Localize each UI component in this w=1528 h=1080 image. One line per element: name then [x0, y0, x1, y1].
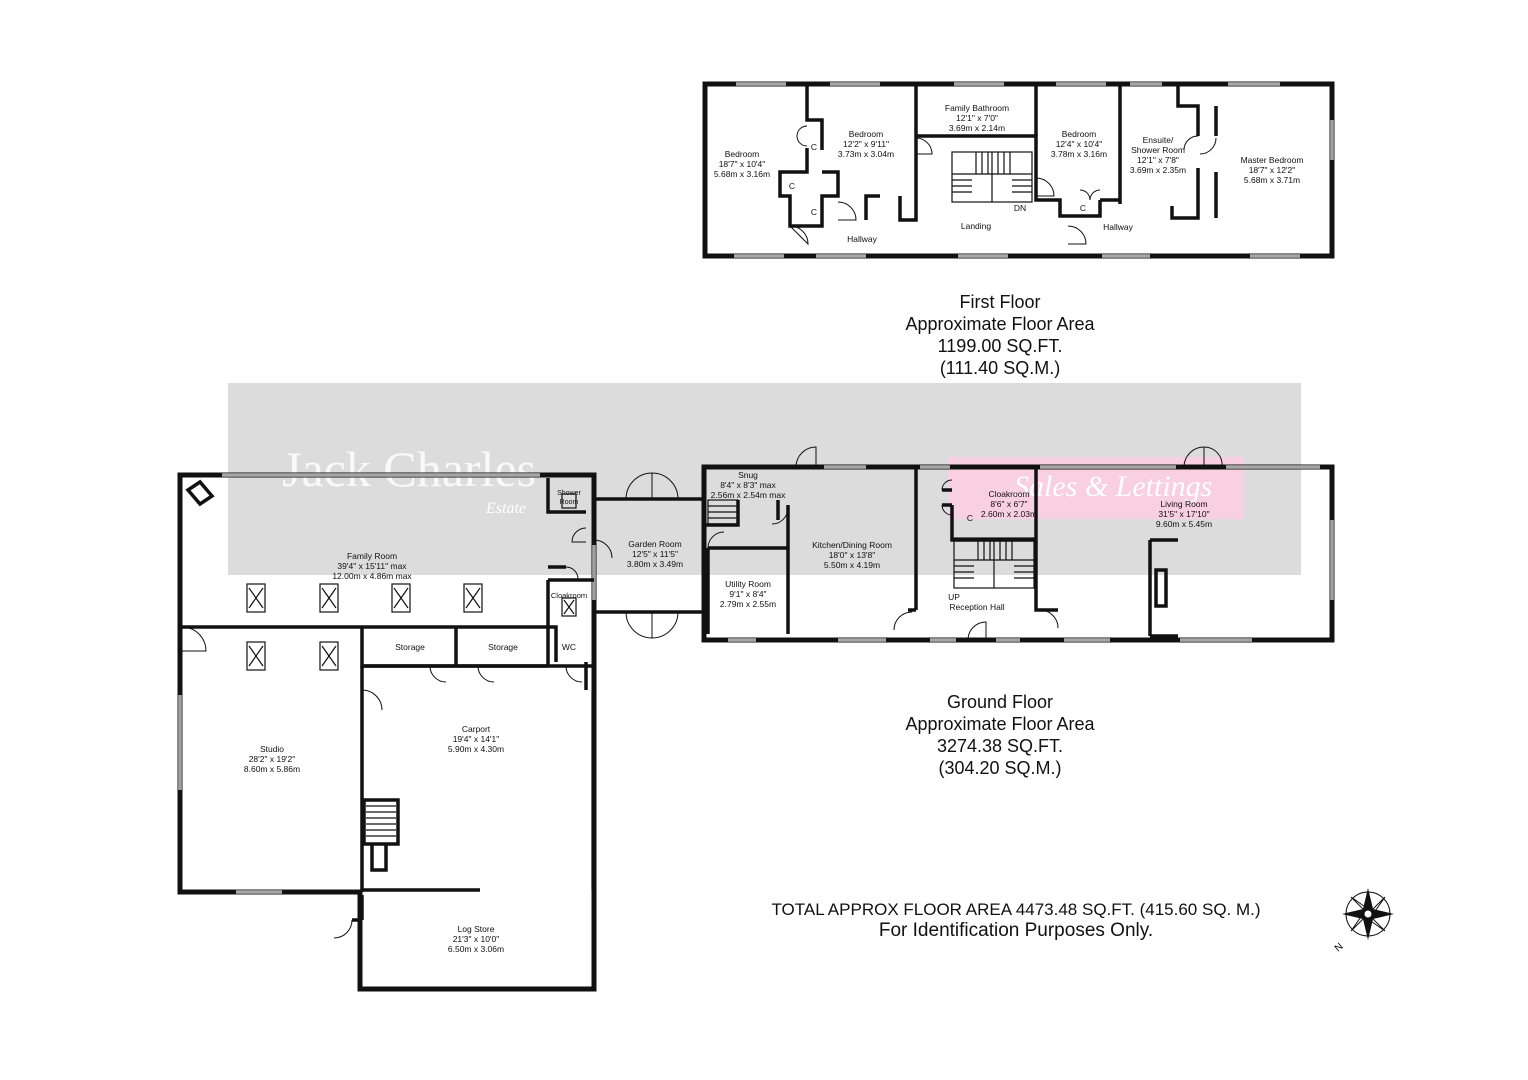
room-dims-metric: 3.80m x 3.49m [627, 559, 683, 569]
ground-floor-windows [178, 465, 1334, 894]
hallway-label: Hallway [847, 234, 878, 244]
room-name-line2: Shower Room [1131, 145, 1185, 155]
room-name: Ensuite/ [1143, 135, 1174, 145]
cupboard-label: C [789, 181, 795, 191]
room-dims-metric: 12.00m x 4.86m max [332, 571, 412, 581]
ground-floor-doors [181, 446, 1223, 939]
stairs-up-label: UP [948, 592, 960, 602]
skylights [246, 493, 577, 671]
room-dims-imperial: 8'4" x 8'3" max [720, 480, 776, 490]
room-name: Cloakroom [551, 591, 587, 600]
room-name: Bedroom [849, 129, 884, 139]
room-dims-imperial: 12'1" x 7'0" [956, 113, 998, 123]
room-name: Kitchen/Dining Room [812, 540, 892, 550]
ground-floor-plan: Family Room 39'4" x 15'11" max 12.00m x … [177, 446, 1335, 992]
room-name: Storage [395, 642, 425, 652]
cupboard-label: C [811, 142, 817, 152]
room-name: Utility Room [725, 579, 771, 589]
room-dims-metric: 9.60m x 5.45m [1156, 519, 1212, 529]
first-floor-sqft: 1199.00 SQ.FT. [937, 335, 1063, 356]
first-floor-plan: Bedroom 18'7" x 10'4" 5.68m x 3.16m Bedr… [702, 81, 1335, 259]
room-name: Cloakroom [988, 489, 1029, 499]
reception-staircase [953, 537, 1035, 589]
room-dims-imperial: 19'4" x 14'1" [453, 734, 500, 744]
room-dims-metric: 5.90m x 4.30m [448, 744, 504, 754]
first-floor-doors [789, 135, 1217, 246]
compass-north-label: N [1333, 941, 1346, 954]
room-dims-imperial: 12'1" x 7'8" [1137, 155, 1179, 165]
room-dims-metric: 6.50m x 3.06m [448, 944, 504, 954]
room-name: Shower [557, 490, 581, 497]
room-dims-imperial: 18'7" x 10'4" [719, 159, 766, 169]
total-area: TOTAL APPROX FLOOR AREA 4473.48 SQ.FT. (… [771, 900, 1261, 919]
ground-floor-sqm: (304.20 SQ.M.) [938, 757, 1062, 778]
ground-floor-area-label: Approximate Floor Area [905, 713, 1095, 734]
room-dims-metric: 3.78m x 3.16m [1051, 149, 1107, 159]
room-dims-imperial: 28'2" x 19'2" [249, 754, 296, 764]
room-dims-metric: 3.73m x 3.04m [838, 149, 894, 159]
room-name: Family Room [347, 551, 397, 561]
room-dims-metric: 5.50m x 4.19m [824, 560, 880, 570]
room-name: Family Bathroom [945, 103, 1009, 113]
room-name: Studio [260, 744, 284, 754]
room-dims-imperial: 39'4" x 15'11" max [337, 561, 407, 571]
room-dims-imperial: 21'3" x 10'0" [453, 934, 500, 944]
first-floor-staircase [951, 151, 1033, 203]
room-name: Storage [488, 642, 518, 652]
room-dims-imperial: 9'1" x 8'4" [729, 589, 766, 599]
room-name: Garden Room [628, 539, 681, 549]
room-name: Living Room [1160, 499, 1207, 509]
room-dims-metric: 8.60m x 5.86m [244, 764, 300, 774]
room-dims-imperial: 8'6" x 6'7" [990, 499, 1027, 509]
first-floor-heading: First Floor [959, 292, 1041, 312]
room-dims-metric: 2.60m x 2.03m [981, 509, 1037, 519]
room-name: Master Bedroom [1241, 155, 1304, 165]
room-name: Log Store [458, 924, 495, 934]
room-dims-metric: 2.56m x 2.54m max [711, 490, 786, 500]
first-floor-windows [734, 82, 1334, 258]
room-dims-imperial: 12'5" x 11'5" [632, 549, 678, 559]
first-floor-area-label: Approximate Floor Area [905, 313, 1095, 334]
room-dims-imperial: 18'0" x 13'8" [829, 550, 876, 560]
room-name: Carport [462, 724, 491, 734]
room-dims-imperial: 18'7" x 12'2" [1249, 165, 1296, 175]
first-floor-caption: First Floor Approximate Floor Area 1199.… [840, 292, 1160, 380]
ground-floor-caption: Ground Floor Approximate Floor Area 3274… [840, 692, 1160, 780]
stairs-down-label: DN [1014, 203, 1026, 213]
watermark-sub: Estate [486, 500, 526, 517]
room-dims-imperial: 12'2" x 9'11" [843, 139, 889, 149]
room-dims-metric: 2.79m x 2.55m [720, 599, 776, 609]
room-dims-metric: 3.69m x 2.14m [949, 123, 1005, 133]
cupboard-label: C [811, 207, 817, 217]
hallway-label: Hallway [1103, 222, 1134, 232]
compass-rose-icon: N [1333, 888, 1394, 954]
ground-floor-heading: Ground Floor [946, 692, 1054, 712]
room-name: Bedroom [1062, 129, 1097, 139]
snug-stairs [707, 499, 739, 525]
ground-floor-sqft: 3274.38 SQ.FT. [936, 735, 1064, 756]
room-dims-metric: 5.68m x 3.71m [1244, 175, 1300, 185]
room-dims-metric: 3.69m x 2.35m [1130, 165, 1186, 175]
first-floor-sqm: (111.40 SQ.M.) [939, 357, 1061, 378]
disclaimer: For Identification Purposes Only. [878, 920, 1154, 942]
stove-icon [185, 479, 215, 507]
cupboard-label: C [1080, 203, 1086, 213]
cupboard-label: C [967, 513, 973, 523]
room-name: Reception Hall [949, 602, 1004, 612]
room-dims-imperial: 12'4" x 10'4" [1056, 139, 1103, 149]
room-dims-imperial: 31'5" x 17'10" [1158, 509, 1209, 519]
room-dims-metric: 5.68m x 3.16m [714, 169, 770, 179]
landing-label: Landing [961, 221, 992, 231]
studio-staircase [362, 798, 400, 872]
room-name: WC [562, 642, 576, 652]
total-area-caption: TOTAL APPROX FLOOR AREA 4473.48 SQ.FT. (… [716, 900, 1316, 943]
watermark-tag: Sales & Lettings [1014, 470, 1213, 503]
watermark-brand: Jack Charles [282, 441, 537, 497]
room-name-line2: Room [560, 499, 579, 506]
room-name: Snug [738, 470, 758, 480]
room-name: Bedroom [725, 149, 760, 159]
